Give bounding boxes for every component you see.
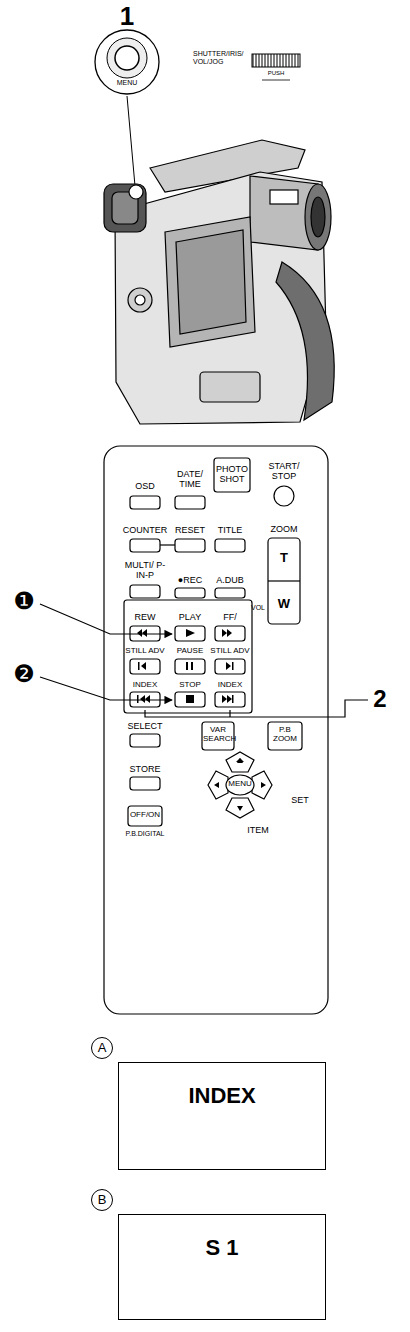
button-label: SELECT [123, 722, 167, 732]
display-screen-box: AINDEX [118, 1062, 326, 1170]
button-label: A.DUB [212, 576, 248, 586]
button-label: SET [287, 796, 313, 806]
button-label: START/ STOP [262, 462, 306, 482]
button-label: ●REC [170, 576, 210, 586]
figure-letter: A [91, 1037, 113, 1059]
button-label: T [274, 551, 294, 565]
button-label: OSD [125, 482, 165, 492]
button-symbols [137, 629, 266, 811]
jog-wheel [252, 54, 300, 80]
callout-number: 1 [112, 2, 142, 31]
button-label: COUNTER [120, 526, 170, 536]
camcorder [104, 140, 334, 424]
button-label: W [274, 597, 294, 611]
button-label: MENU [226, 780, 254, 789]
button-label: STILL ADV [123, 647, 167, 656]
button-label: DATE/ TIME [172, 470, 208, 490]
button-label: INDEX [125, 681, 165, 690]
button-label: PLAY [170, 613, 210, 623]
button-label: ZOOM [264, 525, 304, 535]
button-label: PHOTO SHOT [215, 465, 249, 485]
button-label: P.B.DIGITAL [117, 830, 173, 838]
button-label: VOL [249, 604, 267, 612]
button-label: STORE [123, 765, 167, 775]
screen-text: INDEX [119, 1083, 325, 1109]
button-label: VAR SEARCH [203, 726, 233, 744]
leader-line [40, 604, 368, 717]
button-label: ITEM [243, 826, 273, 836]
button-label: P.B ZOOM [269, 726, 301, 744]
screen-text: S 1 [119, 1235, 325, 1261]
control-label: SHUTTER/IRIS/ VOL/JOG [193, 50, 251, 65]
button-label: RESET [170, 526, 210, 536]
button-label: FF/ [212, 613, 248, 623]
figure-letter: B [91, 1189, 113, 1211]
display-screen-box: BS 1 [118, 1214, 326, 1320]
callout-number: ❷ [8, 661, 40, 687]
button-label: PAUSE [170, 647, 210, 656]
callout-number: ❶ [8, 588, 40, 614]
button-label: STOP [170, 681, 210, 690]
button-label: OFF/ON [128, 811, 162, 820]
callout-number: 2 [367, 686, 393, 712]
control-label: PUSH [261, 70, 291, 77]
button-label: MULTI/ P-IN-P [121, 561, 169, 581]
button-label: INDEX [210, 681, 250, 690]
leader-line [127, 96, 135, 186]
button-label: STILL ADV [209, 647, 251, 656]
button-label: TITLE [212, 526, 248, 536]
remote-control [104, 446, 328, 1014]
button-label: REW [125, 613, 165, 623]
control-label: MENU [107, 79, 147, 87]
menu-dial [95, 30, 159, 94]
